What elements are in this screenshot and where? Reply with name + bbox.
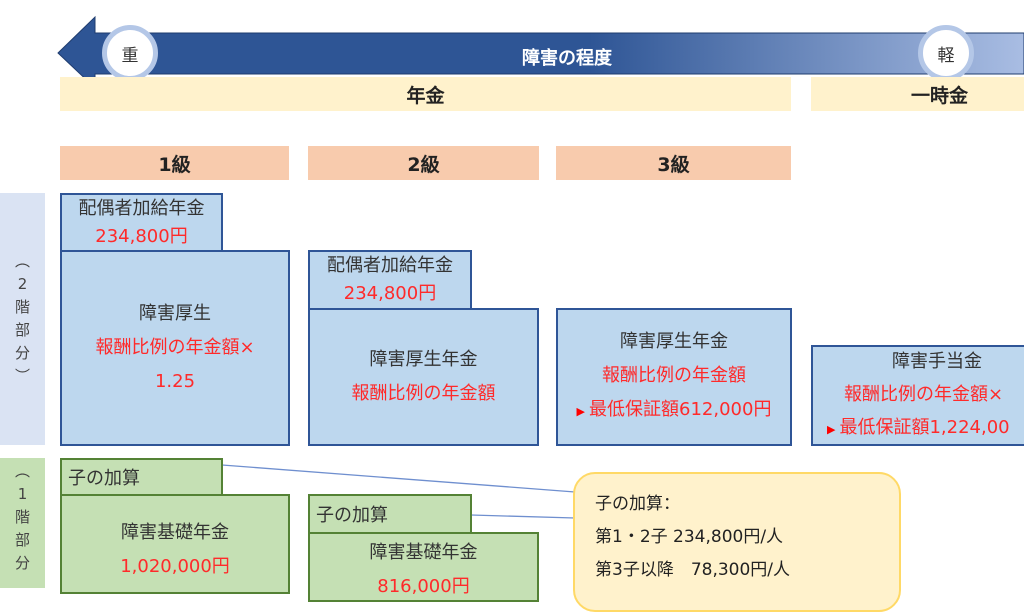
formula: 報酬比例の年金額× [844, 384, 1004, 405]
grade1-spouse-box: 配偶者加給年金 234,800円 [60, 193, 223, 252]
grade3-kosei-box: 障害厚生年金報酬比例の年金額 ▶最低保証額612,000円 [556, 308, 792, 446]
paren: ︵ [14, 462, 30, 480]
pension-band: 年金 [60, 77, 791, 111]
label: 配偶者加給年金 [327, 255, 453, 276]
bullet-triangle-icon: ▶ [827, 423, 836, 436]
label: 配偶者加給年金 [78, 197, 205, 219]
paren: ︶ [14, 367, 30, 385]
grade-2-header: 2級 [308, 146, 539, 180]
grade1-kosei-box: 障害厚生報酬比例の年金額× 1.25 [60, 250, 290, 446]
char: 1 [17, 485, 28, 503]
tier2-label: ︵ 2 階部分 ︶ [0, 193, 45, 445]
char: 分 [14, 344, 30, 362]
amount: 234,800円 [95, 225, 188, 247]
lump-sum-band: 一時金 [811, 77, 1024, 111]
title: 障害厚生 [139, 303, 211, 324]
amount: 234,800円 [343, 283, 437, 304]
char: 階 [14, 508, 30, 526]
char: 2 [17, 275, 28, 293]
char: 分 [14, 554, 30, 572]
grade2-kiso-box: 障害基礎年金 816,000円 [308, 532, 539, 602]
tier1-label: ︵ 1 階部分 [0, 458, 45, 588]
formula: 報酬比例の年金額 [602, 365, 746, 386]
grade1-child-box: 子の加算 [60, 458, 223, 496]
bullet-triangle-icon: ▶ [576, 405, 586, 418]
paren: ︵ [14, 252, 30, 270]
lump-sum-box: 障害手当金報酬比例の年金額× ▶最低保証額1,224,00 [811, 345, 1024, 446]
char: 部 [14, 321, 30, 339]
char: 部 [14, 531, 30, 549]
formula: 報酬比例の年金額 [351, 383, 496, 404]
multiplier: 1.25 [154, 371, 196, 392]
formula: 報酬比例の年金額× [95, 337, 255, 358]
child-addition-callout: 子の加算： 第1・2子 234,800円/人 第3子以降 78,300円/人 [573, 472, 901, 612]
grade-3-header: 3級 [556, 146, 791, 180]
grade2-spouse-box: 配偶者加給年金 234,800円 [308, 250, 472, 310]
amount: 1,020,000円 [120, 556, 230, 577]
minimum: ▶最低保証額612,000円 [577, 393, 772, 429]
callout-title: 子の加算： [595, 494, 680, 514]
callout-line1: 第1・2子 234,800円/人 [595, 527, 784, 547]
title: 障害基礎年金 [369, 542, 478, 563]
minimum-text: 最低保証額1,224,00 [839, 417, 1010, 438]
grade2-child-box: 子の加算 [308, 494, 472, 534]
grade2-kosei-box: 障害厚生年金報酬比例の年金額 [308, 308, 539, 446]
light-marker: 軽 [918, 25, 974, 81]
amount: 816,000円 [377, 576, 470, 597]
title: 障害厚生年金 [369, 349, 478, 370]
title: 障害厚生年金 [620, 331, 728, 352]
minimum-text: 最低保証額612,000円 [589, 399, 772, 420]
minimum: ▶最低保証額1,224,00 [827, 411, 1010, 446]
callout-line2: 第3子以降 78,300円/人 [595, 560, 791, 580]
grade-1-header: 1級 [60, 146, 289, 180]
title: 障害基礎年金 [121, 522, 229, 543]
title: 障害手当金 [892, 351, 982, 372]
severity-title: 障害の程度 [522, 48, 612, 69]
grade1-kiso-box: 障害基礎年金 1,020,000円 [60, 494, 290, 594]
char: 階 [14, 298, 30, 316]
callout-connectors [221, 464, 576, 519]
